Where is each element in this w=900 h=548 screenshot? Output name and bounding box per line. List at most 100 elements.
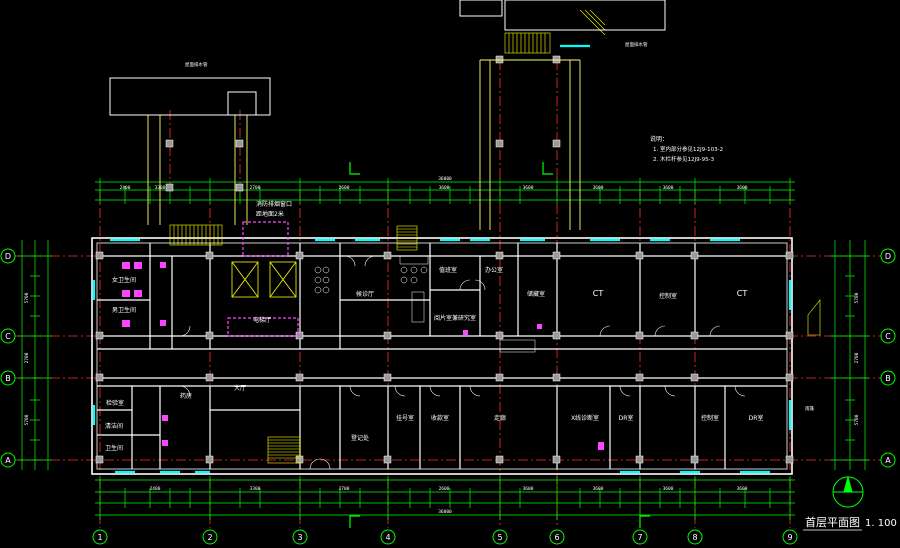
room-dr-2: DR室 <box>749 414 764 422</box>
dim-top-5: 3600 <box>523 185 534 191</box>
drawing-title-block: 首层平面图 1. 100 <box>803 515 897 531</box>
axis-label-8: 8 <box>692 533 697 542</box>
room-duty: 值班室 <box>439 266 457 274</box>
dim-bottom-4: 3600 <box>523 486 534 492</box>
dim-bottom-2: 2700 <box>339 486 350 492</box>
axis-label-C-left: C <box>5 332 11 341</box>
hall-seating <box>314 255 536 353</box>
roof-note: 屋面排水管 <box>185 61 208 68</box>
axis-bubble-2 <box>202 529 218 545</box>
door-swings-magenta <box>122 262 604 450</box>
room-corridor-south: 走廊 <box>494 414 506 422</box>
room-dr-1: DR室 <box>619 414 634 422</box>
axis-bubble-C-left <box>0 328 16 344</box>
room-reception: 收款室 <box>431 414 449 422</box>
landing-note: 雨篷 <box>805 405 814 412</box>
dim-top-2: 2700 <box>250 185 261 191</box>
axis-bubble-D-left <box>0 248 16 264</box>
smoke-outlet-sublabel: 距地面2米 <box>256 210 284 218</box>
axis-bubble-7 <box>632 529 648 545</box>
room-registration: 登记处 <box>351 434 369 442</box>
dim-side-right-2: 5700 <box>854 414 860 425</box>
axis-bubble-9 <box>782 529 798 545</box>
axis-label-4: 4 <box>385 533 390 542</box>
axis-bubbles <box>0 248 896 545</box>
room-ct-right: CT <box>737 289 748 298</box>
overall-dim-top: 36000 <box>438 176 452 182</box>
dim-side-right-0: 5700 <box>854 292 860 303</box>
dim-side-0: 5700 <box>24 292 30 303</box>
axis-bubble-1 <box>92 529 108 545</box>
axis-label-7: 7 <box>637 533 642 542</box>
dimension-texts: 36000 36000 2400 3300 2700 2600 3600 360… <box>24 176 860 515</box>
dim-bottom-0: 2400 <box>150 486 161 492</box>
dim-top-8: 3600 <box>737 185 748 191</box>
north-wings <box>147 59 581 230</box>
dim-top-0: 2400 <box>120 185 131 191</box>
north-outbuildings <box>109 0 666 116</box>
elevator-shafts <box>231 261 297 298</box>
axis-bubble-A-left <box>0 452 16 468</box>
north-arrow <box>832 475 864 508</box>
room-consult: 阅片室兼研究室 <box>434 314 476 322</box>
dim-bottom-6: 3600 <box>663 486 674 492</box>
stairs <box>169 9 821 464</box>
axis-label-A-left: A <box>5 456 11 465</box>
axis-bubble-6 <box>549 529 565 545</box>
top-note: 屋面排水管 <box>625 41 648 48</box>
room-medlab: 检验室 <box>106 399 124 407</box>
room-storage: 储藏室 <box>527 290 545 298</box>
dim-bottom-1: 3300 <box>250 486 261 492</box>
room-control-1: 控制室 <box>659 292 677 300</box>
interior-walls <box>97 243 787 469</box>
axis-label-D-right: D <box>885 252 891 261</box>
room-female-wc: 女卫生间 <box>112 276 136 284</box>
dim-top-7: 3600 <box>663 185 674 191</box>
room-control-2: 控制室 <box>701 414 719 422</box>
room-ct-left: CT <box>593 289 604 298</box>
notes-item-1: 1. 室内部分参见12J9-103-2 <box>653 145 723 153</box>
exterior-walls <box>91 237 793 475</box>
drawing-title: 首层平面图 <box>805 515 860 529</box>
axis-grid <box>14 60 888 528</box>
axis-label-D-left: D <box>5 252 11 261</box>
dim-side-right-1: 2700 <box>854 352 860 363</box>
axis-bubble-4 <box>380 529 396 545</box>
room-waiting: 候诊厅 <box>356 290 374 298</box>
dim-side-2: 5700 <box>24 414 30 425</box>
room-labels: CT CT 控制室 办公室 储藏室 候诊厅 电梯厅 男卫生间 女卫生间 值班室 … <box>105 266 763 452</box>
axis-label-A-right: A <box>885 456 891 465</box>
dim-bottom-5: 3600 <box>593 486 604 492</box>
dim-bottom-7: 3600 <box>737 486 748 492</box>
drawing-scale: 1. 100 <box>865 518 897 529</box>
axis-labels: 1 2 3 4 5 6 7 8 9 D C B A D C B A <box>5 252 891 542</box>
room-elevator-hall: 电梯厅 <box>253 316 271 324</box>
room-clinic: 挂号室 <box>396 414 414 422</box>
axis-bubble-8 <box>687 529 703 545</box>
axis-label-B-right: B <box>885 374 891 383</box>
axis-bubble-C-right <box>880 328 896 344</box>
axis-label-2: 2 <box>207 533 212 542</box>
axis-label-9: 9 <box>787 533 792 542</box>
dim-side-1: 2700 <box>24 352 30 363</box>
axis-label-1: 1 <box>97 533 102 542</box>
room-dispensary: 药房 <box>180 392 192 400</box>
room-male-wc: 男卫生间 <box>112 306 136 314</box>
axis-label-C-right: C <box>885 332 891 341</box>
smoke-outlet-frame <box>227 221 299 337</box>
windows <box>92 44 792 474</box>
dimension-lines <box>18 178 869 520</box>
room-office: 办公室 <box>485 266 503 274</box>
dim-top-6: 3600 <box>593 185 604 191</box>
dim-bottom-3: 2600 <box>439 486 450 492</box>
axis-label-B-left: B <box>5 374 11 383</box>
section-marks <box>349 162 650 528</box>
room-xray: X线诊断室 <box>571 414 599 422</box>
axis-bubble-B-right <box>880 370 896 386</box>
axis-bubble-3 <box>292 529 308 545</box>
annotations: 消防排烟窗口 距地面2米 屋面排水管 屋面排水管 说明： 1. 室内部分参见12… <box>185 41 814 412</box>
room-hall-lower: 大厅 <box>234 384 246 392</box>
dim-top-3: 2600 <box>339 185 350 191</box>
room-clean: 清洁间 <box>105 422 123 430</box>
